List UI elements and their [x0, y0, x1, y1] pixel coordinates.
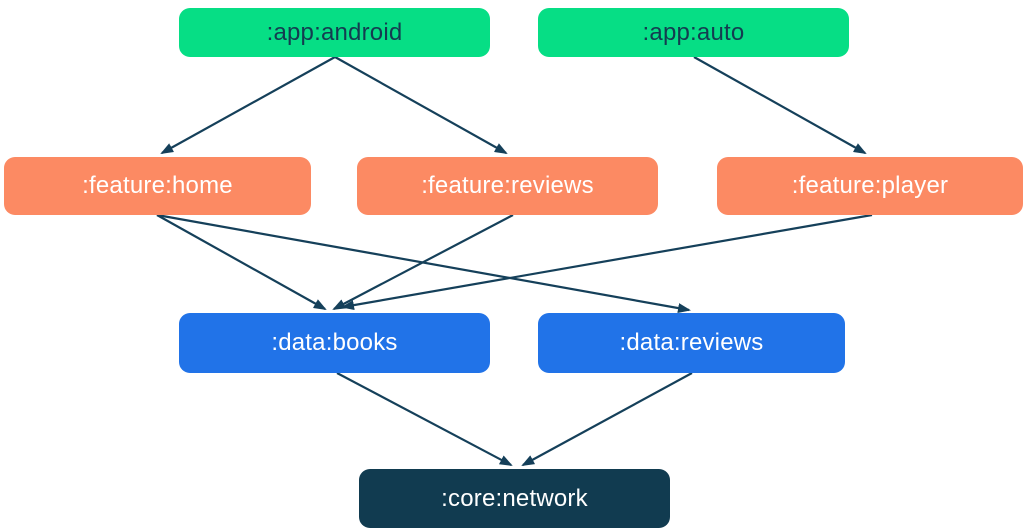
edge-feature-player-to-data-books [341, 213, 873, 311]
edge-app-android-to-feature-reviews [334, 56, 508, 154]
edge-feature-home-to-data-reviews [156, 213, 691, 313]
node-label: :app:auto [642, 18, 745, 46]
node-feature-player: :feature:player [717, 157, 1023, 215]
node-app-auto: :app:auto [538, 8, 849, 57]
node-label: :data:reviews [619, 329, 764, 356]
node-label: :feature:home [82, 172, 233, 199]
node-feature-home: :feature:home [4, 157, 311, 215]
node-label: :feature:reviews [421, 172, 594, 199]
node-data-books: :data:books [179, 313, 490, 373]
node-app-android: :app:android [179, 8, 490, 57]
node-core-network: :core:network [359, 469, 670, 528]
node-label: :data:books [271, 329, 398, 356]
edge-data-reviews-to-core-network [521, 372, 693, 466]
edge-data-books-to-core-network [336, 372, 513, 466]
node-label: :core:network [441, 484, 588, 512]
node-label: :app:android [266, 18, 403, 46]
edge-app-android-to-feature-home [160, 56, 336, 154]
node-data-reviews: :data:reviews [538, 313, 845, 373]
edge-app-auto-to-feature-player [693, 56, 867, 154]
node-feature-reviews: :feature:reviews [357, 157, 658, 215]
edge-feature-reviews-to-data-books [332, 214, 514, 310]
node-label: :feature:player [791, 172, 949, 199]
edge-feature-home-to-data-books [156, 214, 327, 310]
